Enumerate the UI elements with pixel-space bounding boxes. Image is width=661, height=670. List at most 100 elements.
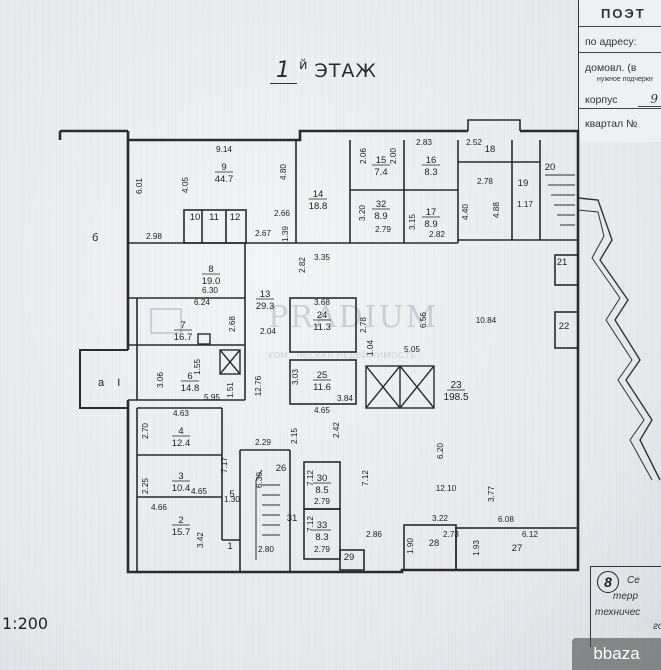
dimension-label: 6.56 bbox=[419, 312, 428, 328]
divider bbox=[579, 52, 661, 53]
room-number: 26 bbox=[276, 463, 287, 474]
dimension-label: 1.04 bbox=[366, 340, 375, 356]
room-number: 25 bbox=[317, 370, 328, 381]
title-block-heading: ПОЭТ bbox=[601, 6, 646, 21]
dimension-label: 1.90 bbox=[406, 538, 415, 554]
dimension-label: 2.52 bbox=[466, 138, 482, 147]
dimension-label: 1.93 bbox=[472, 540, 481, 556]
dimension-label: 3.03 bbox=[291, 369, 300, 385]
dimension-label: 6.30 bbox=[202, 286, 218, 295]
room-number: 19 bbox=[518, 178, 529, 189]
dimension-label: 3.15 bbox=[408, 214, 417, 230]
dimension-label: 6.30 bbox=[255, 472, 264, 488]
korpus-row: корпус 9 bbox=[585, 92, 661, 107]
dimension-label: 4.65 bbox=[314, 406, 330, 415]
dimension-label: 7.12 bbox=[361, 470, 370, 486]
address-label: по адресу: bbox=[585, 36, 637, 48]
dimension-label: 1.30 bbox=[224, 495, 240, 504]
room-area: 8.5 bbox=[315, 485, 328, 496]
scale-label: 1:200 bbox=[2, 614, 48, 633]
room-number: 7 bbox=[180, 320, 185, 331]
title-block: ПОЭТ по адресу: домовл. (в нужное подчер… bbox=[578, 0, 661, 142]
dimension-label: 6.08 bbox=[498, 515, 514, 524]
room-number: 11 bbox=[209, 212, 219, 223]
room-number: 28 bbox=[429, 538, 440, 549]
floor-suffix: й bbox=[299, 58, 309, 73]
dimension-label: 5.95 bbox=[204, 393, 220, 402]
room-number: 30 bbox=[317, 473, 328, 484]
room-area: 8.9 bbox=[424, 219, 437, 230]
dimension-label: 1.51 bbox=[226, 382, 235, 398]
room-number: 9 bbox=[221, 162, 226, 173]
dimension-label: 2.73 bbox=[443, 530, 459, 539]
room-number: 32 bbox=[376, 199, 387, 210]
dimension-label: 2.83 bbox=[416, 138, 432, 147]
dimension-label: 2.78 bbox=[359, 317, 368, 333]
room-number: 3 bbox=[178, 471, 183, 482]
dimension-label: 7.17 bbox=[220, 457, 229, 473]
dimension-label: 9.14 bbox=[216, 145, 232, 154]
dimension-label: 4.63 bbox=[173, 409, 189, 418]
room-number: 12 bbox=[230, 212, 241, 223]
dimension-label: 2.66 bbox=[274, 209, 290, 218]
floor-number: 1 bbox=[270, 58, 297, 84]
dimension-label: 2.82 bbox=[298, 257, 307, 273]
watermark-logo-icon bbox=[150, 308, 182, 334]
room-area: 11.3 bbox=[313, 322, 331, 333]
porch-letter: а bbox=[98, 377, 105, 389]
dimension-label: 5.05 bbox=[404, 345, 420, 354]
dimension-label: 6.12 bbox=[522, 530, 538, 539]
underline-note: нужное подчеркн bbox=[597, 76, 653, 83]
dimension-label: 2.79 bbox=[314, 545, 330, 554]
watermark-brand: PRADIUM bbox=[268, 300, 439, 335]
dimension-label: 4.05 bbox=[181, 177, 190, 193]
dimension-label: 4.80 bbox=[279, 164, 288, 180]
divider bbox=[579, 108, 661, 109]
dimension-label: 2.79 bbox=[375, 225, 391, 234]
legend-line-1: Се bbox=[627, 575, 640, 586]
dimension-label: 7.12 bbox=[306, 470, 315, 486]
dimension-label: 6.01 bbox=[135, 178, 144, 194]
room-number: 21 bbox=[557, 257, 568, 268]
dimension-label: 4.40 bbox=[461, 204, 470, 220]
room-area: 29.3 bbox=[256, 301, 275, 312]
dimension-label: 1.55 bbox=[193, 359, 202, 375]
room-area: 12.4 bbox=[172, 438, 191, 449]
room-number: 16 bbox=[426, 155, 437, 166]
room-number: 14 bbox=[313, 189, 324, 200]
room-number: 23 bbox=[450, 380, 462, 391]
legend-line-3: техничес bbox=[595, 607, 641, 618]
dimension-label: 1.39 bbox=[281, 226, 290, 242]
dimension-label: 10.84 bbox=[476, 316, 497, 325]
room-area: 14.8 bbox=[181, 383, 200, 394]
room-number: 31 bbox=[287, 513, 298, 524]
dimension-label: 2.15 bbox=[290, 428, 299, 444]
dimension-label: 2.70 bbox=[141, 423, 150, 439]
room-number: 17 bbox=[426, 207, 437, 218]
porch-roman: I bbox=[117, 377, 121, 389]
dimension-label: 2.04 bbox=[260, 327, 276, 336]
dimension-label: 2.86 bbox=[366, 530, 382, 539]
dimension-label: 3.22 bbox=[432, 514, 448, 523]
dimension-label: 3.42 bbox=[196, 532, 205, 548]
room-area: 18.8 bbox=[309, 201, 328, 212]
room-number: 29 bbox=[344, 552, 355, 563]
room-number: 1 bbox=[227, 541, 232, 552]
room-number: 24 bbox=[317, 310, 328, 321]
dimension-label: 1.17 bbox=[517, 200, 533, 209]
room-area: 16.7 bbox=[174, 332, 193, 343]
room-number: 4 bbox=[178, 426, 183, 437]
divider bbox=[579, 26, 661, 27]
room-area: 198.5 bbox=[443, 392, 468, 403]
site-badge[interactable]: bbaza bbox=[572, 638, 661, 670]
floor-word: ЭТАЖ bbox=[314, 60, 377, 82]
dimension-label: 2.06 bbox=[359, 148, 368, 164]
room-area: 8.3 bbox=[424, 167, 437, 178]
outside-label: б bbox=[92, 232, 99, 244]
dimension-label: 2.00 bbox=[389, 148, 398, 164]
watermark-tagline: КОМ...ЧЕСКАЯ НЕДВИЖИМОСТЬ bbox=[268, 350, 417, 360]
room-area: 11.6 bbox=[313, 382, 331, 393]
